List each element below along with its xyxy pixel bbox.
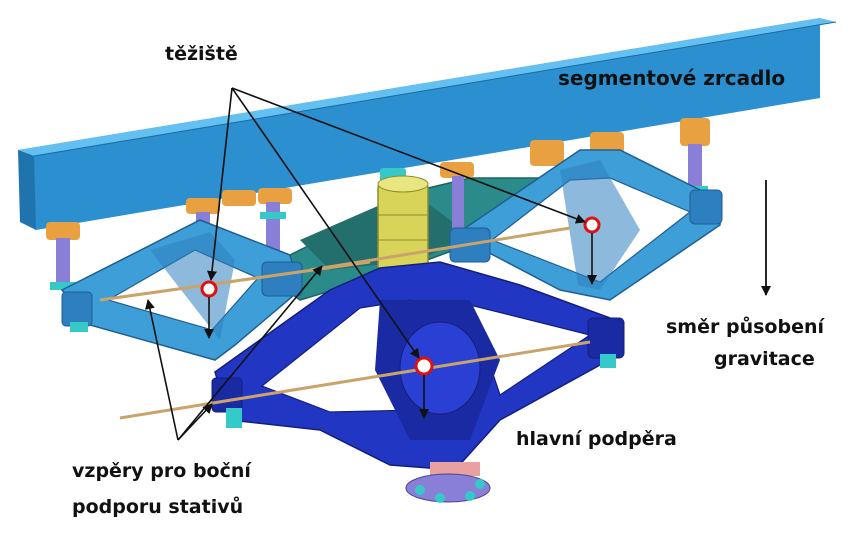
label-gravity-line1: směr působení (666, 316, 824, 338)
label-struts-line2: podporu stativů (72, 496, 244, 518)
centroid-leaders (207, 87, 586, 359)
label-centroid: těžiště (165, 43, 238, 65)
centroid-gravity-arrows (204, 233, 597, 419)
centroid-marker-right (583, 216, 601, 234)
connector-1 (46, 222, 80, 290)
segment-mirror (18, 18, 837, 230)
strut-leaders (144, 265, 323, 441)
centroid-markers (200, 216, 601, 376)
label-mirror: segmentové zrcadlo (558, 66, 786, 90)
label-struts-line1: vzpěry pro boční (72, 460, 251, 482)
label-main-support: hlavní podpěra (516, 428, 677, 450)
bottom-flange (405, 462, 491, 503)
centroid-marker-left (200, 280, 218, 298)
centroid-marker-main (414, 356, 434, 376)
label-gravity-line2: gravitace (714, 348, 815, 370)
